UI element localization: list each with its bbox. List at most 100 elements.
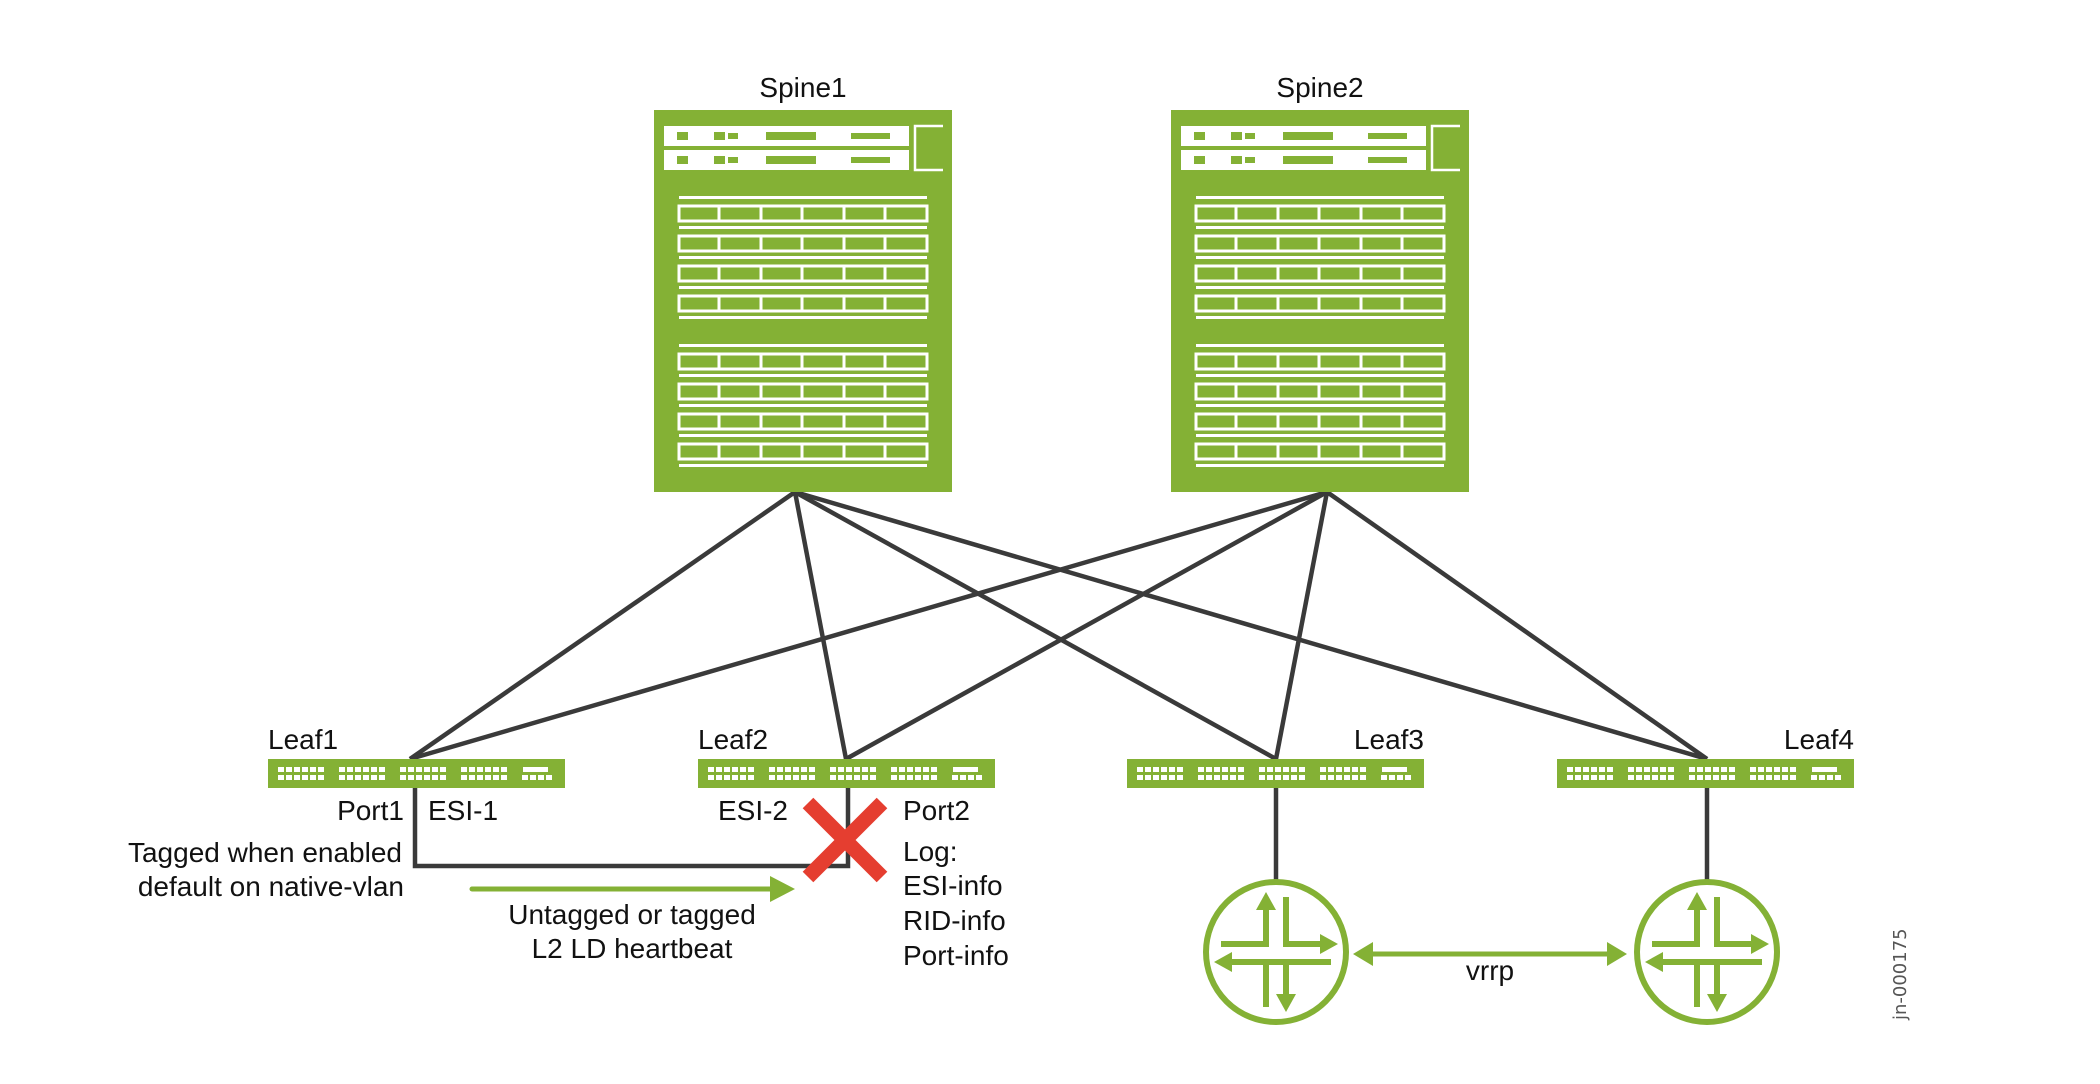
console-port <box>1811 775 1817 780</box>
console-port <box>522 775 528 780</box>
slot-divider <box>679 374 927 377</box>
leaf1-device[interactable] <box>268 759 565 788</box>
link-spine1-leaf1 <box>408 490 797 761</box>
mgmt-port <box>953 767 978 772</box>
arrow-head <box>1707 994 1727 1012</box>
console-port <box>538 775 544 780</box>
route-arrow <box>1714 897 1755 947</box>
slot-divider <box>1196 196 1444 199</box>
slot-divider <box>1196 286 1444 289</box>
route-arrow <box>1283 897 1324 947</box>
console-port <box>1827 775 1833 780</box>
leaf3-device[interactable] <box>1127 759 1424 788</box>
console-port <box>1405 775 1411 780</box>
link-spine2-leaf4 <box>1325 490 1709 761</box>
console-port <box>952 775 958 780</box>
spine1-device[interactable] <box>652 108 954 494</box>
spine2-label: Spine2 <box>1276 72 1363 103</box>
link-spine1-leaf3 <box>793 490 1278 761</box>
router-body <box>1203 879 1349 1025</box>
arrow-head <box>1320 934 1338 954</box>
link-spine2-leaf1 <box>409 489 1328 762</box>
link-spine1-leaf2 <box>792 491 849 760</box>
route-arrow <box>1652 907 1700 947</box>
leaf2-log-line-3: Port-info <box>903 940 1009 971</box>
slot-divider <box>679 226 927 229</box>
leaf2-label: Leaf2 <box>698 724 768 755</box>
leaf1-port-label: Port1 <box>337 795 404 826</box>
slot-divider <box>679 404 927 407</box>
console-port <box>1397 775 1403 780</box>
spine1-line-cards <box>677 196 929 467</box>
leaf4-label: Leaf4 <box>1784 724 1854 755</box>
arrow-head <box>1645 952 1663 972</box>
heartbeat-label-line2: L2 LD heartbeat <box>532 933 733 964</box>
heartbeat-label-line1: Untagged or tagged <box>508 899 756 930</box>
leaf1-note-line1: Tagged when enabled <box>128 837 402 868</box>
leaf2-port-label: Port2 <box>903 795 970 826</box>
slot-divider <box>679 434 927 437</box>
slot-divider <box>679 286 927 289</box>
leaf-chassis <box>268 759 565 788</box>
leaf3-label: Leaf3 <box>1354 724 1424 755</box>
console-port <box>976 775 982 780</box>
console-port <box>546 775 552 780</box>
port-blocked-x-icon <box>802 797 888 883</box>
leaf4-device[interactable] <box>1557 759 1854 788</box>
route-arrow <box>1221 907 1269 947</box>
console-port <box>1389 775 1395 780</box>
slot-divider <box>679 196 927 199</box>
router1-icon[interactable] <box>1203 879 1349 1025</box>
vrrp-arrow <box>1353 942 1627 966</box>
leaf1-esi-label: ESI-1 <box>428 795 498 826</box>
slot-divider <box>679 344 927 347</box>
arrow-head <box>1256 892 1276 910</box>
leaf-chassis <box>1557 759 1854 788</box>
console-port <box>960 775 966 780</box>
leaf2-esi-label: ESI-2 <box>718 795 788 826</box>
leaf2-log-line-0: Log: <box>903 836 958 867</box>
fabric-links <box>408 489 1709 762</box>
arrow-head <box>1751 934 1769 954</box>
router-body <box>1634 879 1780 1025</box>
slot-divider <box>1196 316 1444 319</box>
slot-divider <box>1196 374 1444 377</box>
slot-divider <box>1196 404 1444 407</box>
console-port <box>1835 775 1841 780</box>
slot-divider <box>1196 344 1444 347</box>
figure-id: jn-000175 <box>1890 928 1911 1021</box>
slot-divider <box>1196 434 1444 437</box>
slot-divider <box>679 464 927 467</box>
leaf1-note-line2: default on native-vlan <box>138 871 404 902</box>
spine1-label: Spine1 <box>759 72 846 103</box>
arrow-head <box>1276 994 1296 1012</box>
leaf-chassis <box>698 759 995 788</box>
arrow-head <box>1687 892 1707 910</box>
heartbeat-arrow <box>469 876 795 902</box>
slot-divider <box>679 316 927 319</box>
link-spine2-leaf2 <box>844 490 1329 761</box>
slot-divider <box>1196 226 1444 229</box>
leaf-chassis <box>1127 759 1424 788</box>
link-spine2-leaf3 <box>1273 491 1330 760</box>
console-port <box>1381 775 1387 780</box>
slot-divider <box>1196 464 1444 467</box>
slot-divider <box>1196 256 1444 259</box>
spine2-device[interactable] <box>1169 108 1471 494</box>
leaf1-label: Leaf1 <box>268 724 338 755</box>
mgmt-port <box>523 767 548 772</box>
leaf2-log-line-1: ESI-info <box>903 870 1003 901</box>
console-port <box>530 775 536 780</box>
vrrp-label: vrrp <box>1466 955 1514 986</box>
mgmt-port <box>1812 767 1837 772</box>
slot-divider <box>679 256 927 259</box>
console-port <box>968 775 974 780</box>
spine2-line-cards <box>1194 196 1446 467</box>
console-port <box>1819 775 1825 780</box>
leaf2-log-line-2: RID-info <box>903 905 1006 936</box>
mgmt-port <box>1382 767 1407 772</box>
router2-icon[interactable] <box>1634 879 1780 1025</box>
leaf2-device[interactable] <box>698 759 995 788</box>
arrow-head <box>1214 952 1232 972</box>
